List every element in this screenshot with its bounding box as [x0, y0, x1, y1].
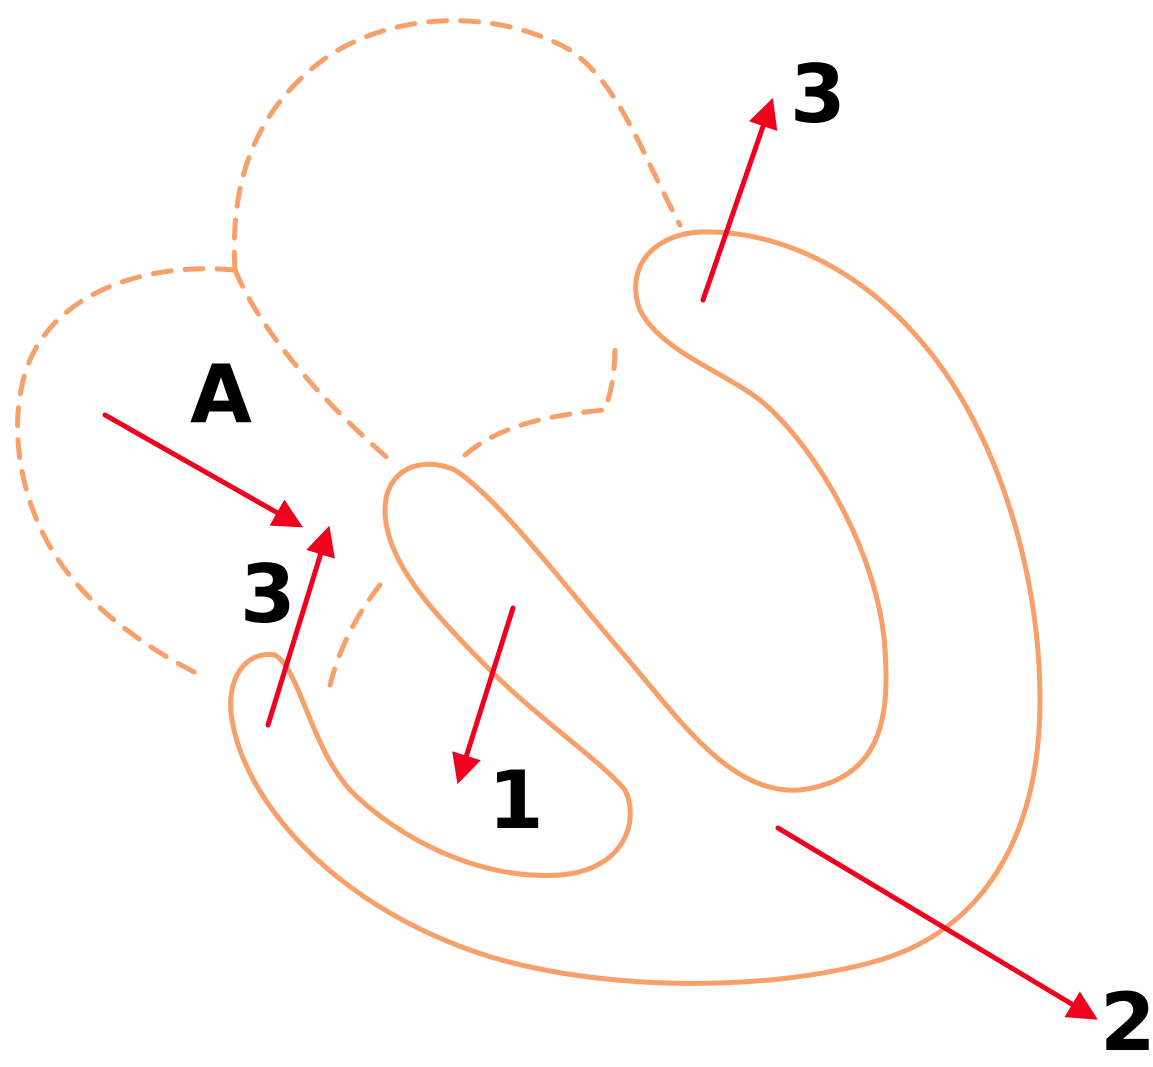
right-dashed-connector	[462, 342, 618, 458]
label-3-top: 3	[790, 48, 846, 141]
label-1: 1	[488, 754, 544, 847]
arrow-1	[452, 605, 516, 785]
solid-outlines	[228, 229, 1043, 986]
inner-dashed-boundary	[232, 267, 393, 463]
arrow-3-left	[265, 525, 335, 728]
arrow-3-top	[700, 97, 778, 303]
labels: A 3 1 3 2	[190, 48, 1153, 1067]
label-2: 2	[1100, 976, 1153, 1067]
arrow-2	[775, 825, 1098, 1020]
flow-arrows	[102, 97, 1098, 1020]
lower-dashed-segment	[327, 582, 383, 688]
outer-ventricle-outline	[228, 229, 1043, 986]
top-dashed-lobe	[231, 18, 683, 273]
label-3-left: 3	[240, 548, 296, 641]
dashed-outlines	[15, 18, 683, 688]
arrow-a	[102, 412, 304, 528]
label-a: A	[190, 348, 252, 441]
left-dashed-lobe	[15, 266, 238, 678]
